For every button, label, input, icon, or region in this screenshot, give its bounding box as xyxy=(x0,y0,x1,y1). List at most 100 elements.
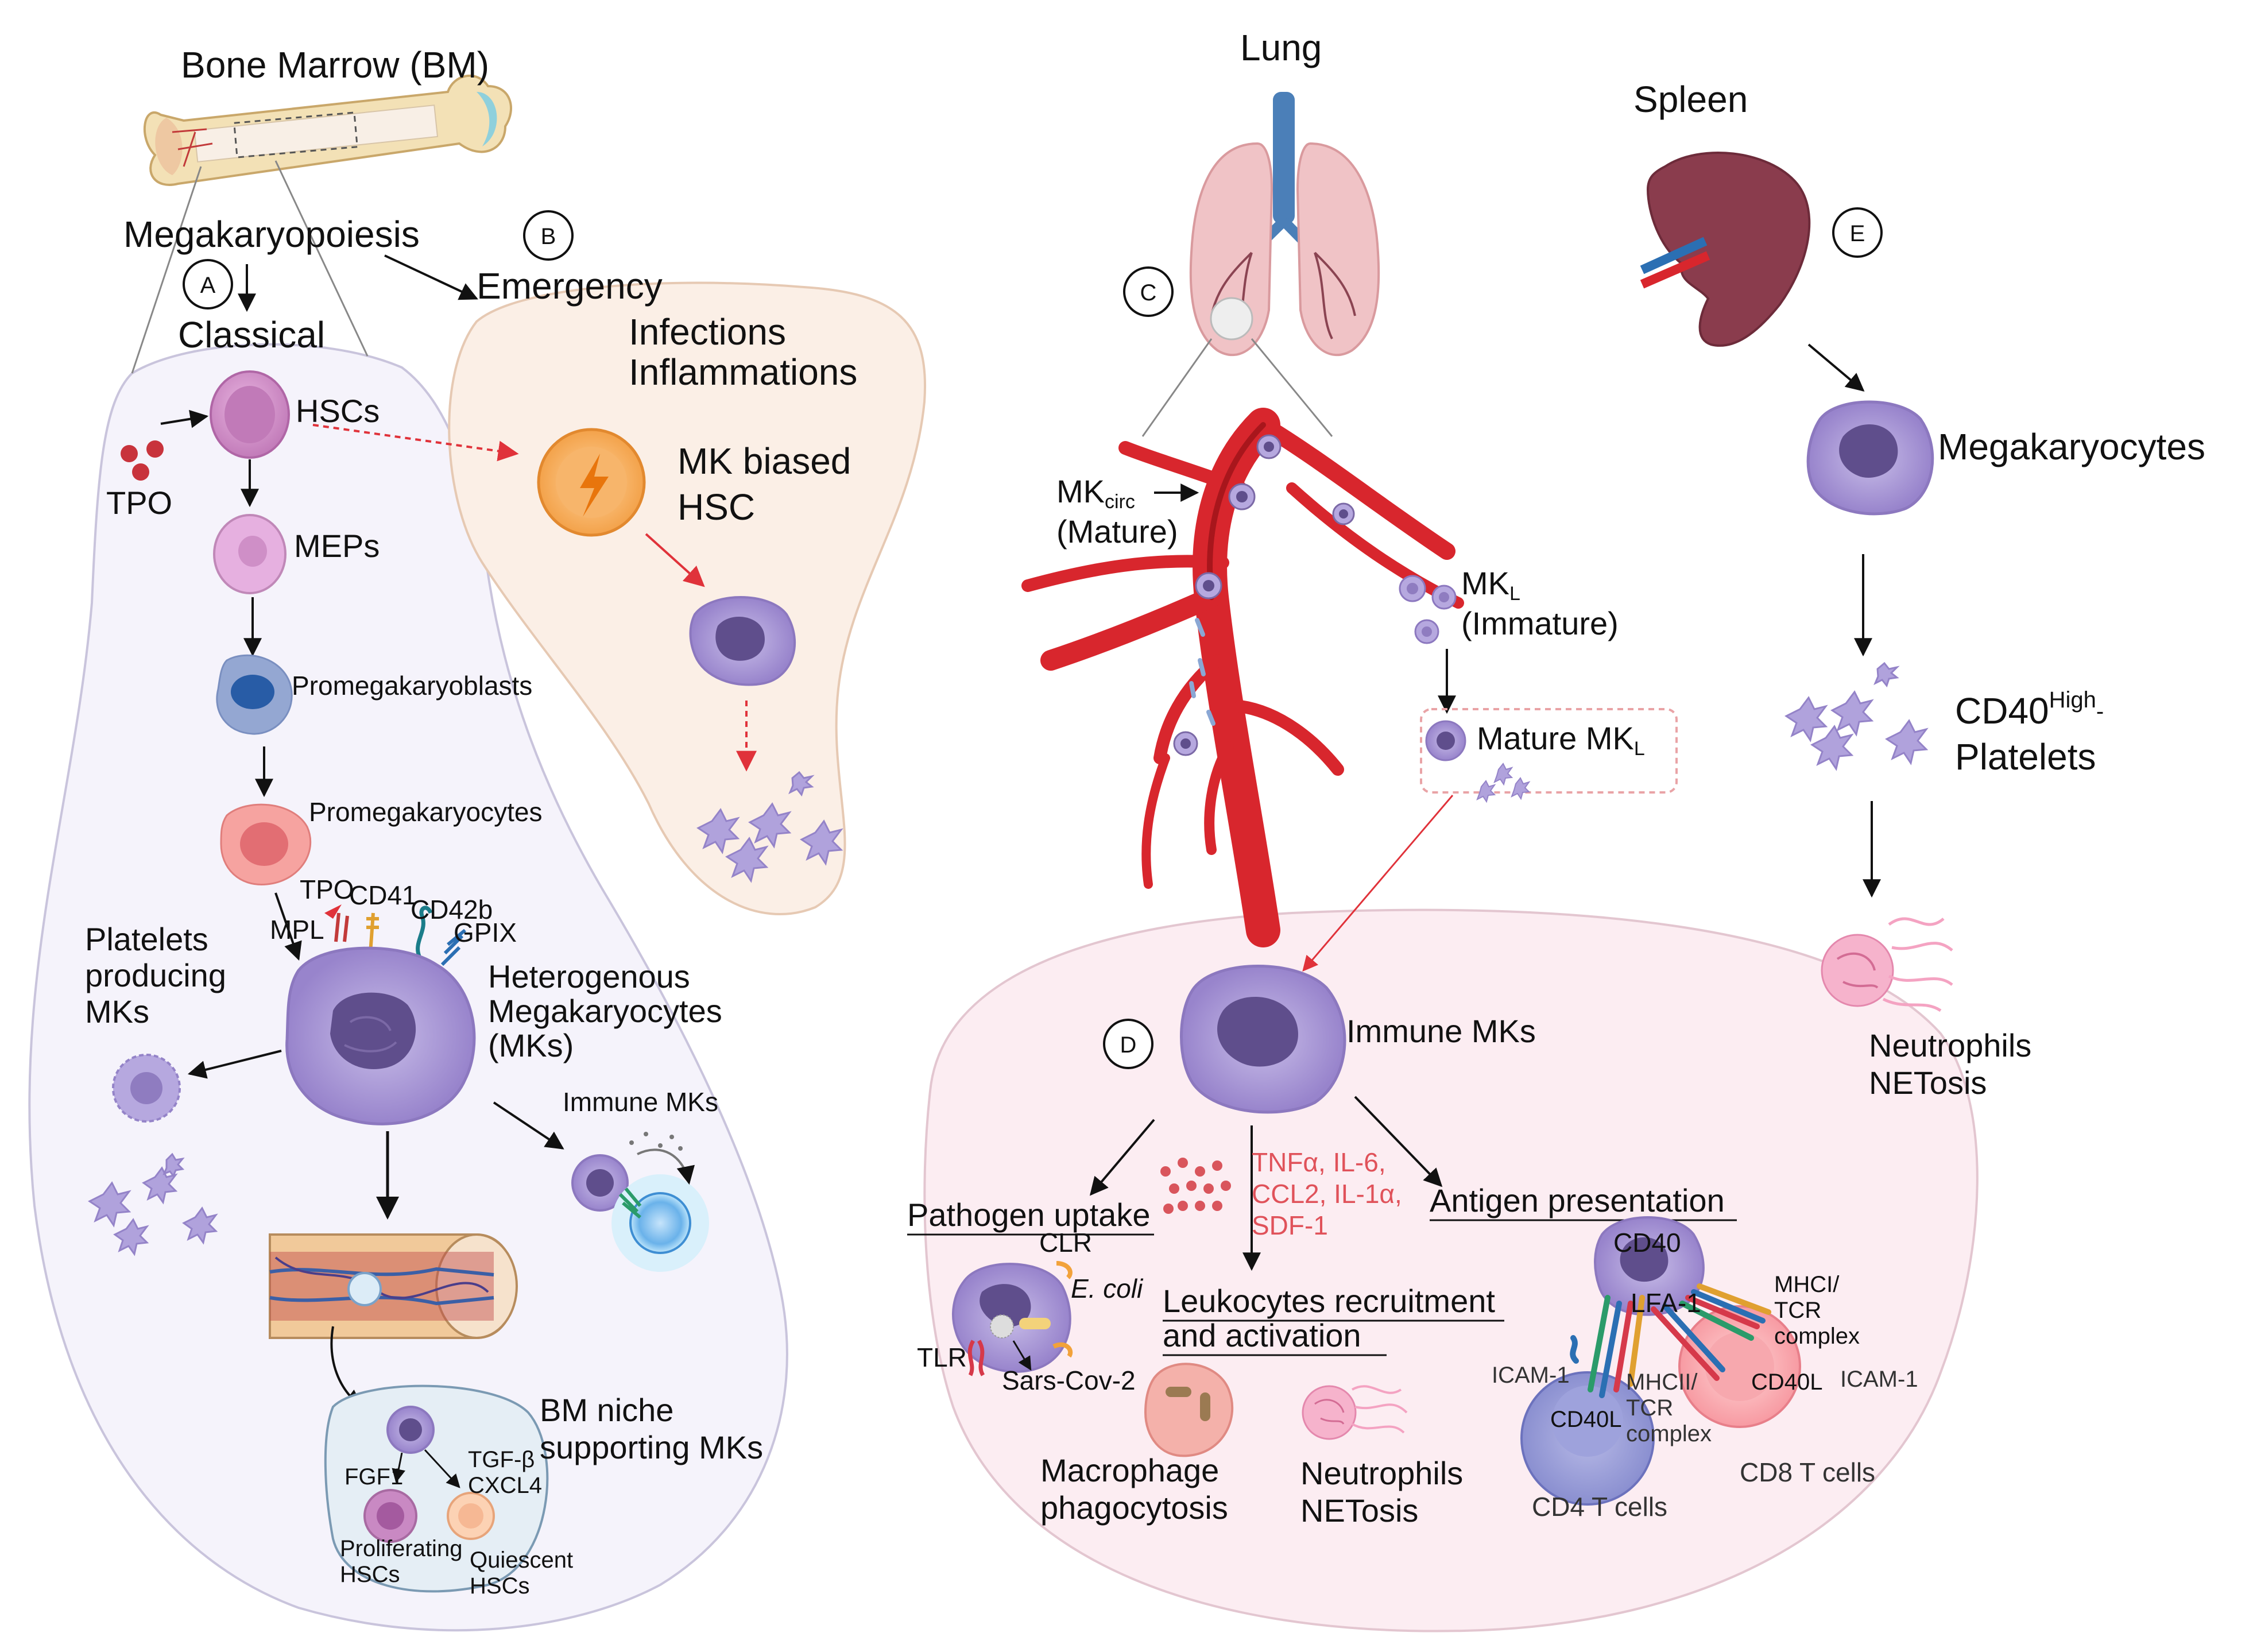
svg-text:A: A xyxy=(200,273,216,298)
immune-mk-bm-icon xyxy=(571,1132,709,1272)
macrophage-label-2: phagocytosis xyxy=(1040,1489,1228,1526)
spleen-platelets-icon xyxy=(1784,661,1929,771)
mhci-label-3: complex xyxy=(1774,1324,1860,1349)
clr-label: CLR xyxy=(1039,1228,1092,1258)
cd4-t-cell-icon xyxy=(1520,1371,1655,1506)
quiescent-label-1: Quiescent xyxy=(470,1547,573,1573)
hsc-icon xyxy=(210,370,290,459)
mature-mkl-icon xyxy=(1425,720,1466,761)
platelets-producing-label-2: producing xyxy=(85,957,226,993)
blood-vessel-icon xyxy=(1021,408,1464,947)
svg-text:C: C xyxy=(1140,280,1157,305)
cd4-label: CD4 T cells xyxy=(1532,1492,1667,1522)
infections-label: Infections xyxy=(629,311,786,353)
heterogenous-megakaryocyte-icon xyxy=(285,946,476,1125)
cxcl4-label: CXCL4 xyxy=(468,1473,542,1498)
immune-mks-bm-label: Immune MKs xyxy=(563,1087,718,1117)
panel-d-marker: D xyxy=(1103,1019,1153,1069)
tpo-icon xyxy=(121,440,164,481)
spleen-megakaryocytes-label: Megakaryocytes xyxy=(1938,426,2205,467)
proliferating-label-1: Proliferating xyxy=(340,1536,462,1561)
icam1-left-label: ICAM-1 xyxy=(1492,1363,1570,1388)
mature-mkl-label: Mature MKL xyxy=(1477,720,1645,760)
quiescent-label-2: HSCs xyxy=(470,1573,529,1599)
promegakaryocytes-label: Promegakaryocytes xyxy=(309,797,543,827)
antigen-presenting-mk-icon xyxy=(1594,1216,1705,1316)
tlr-label: TLR xyxy=(917,1343,967,1372)
cd40l-left-label: CD40L xyxy=(1550,1407,1622,1432)
hscs-label: HSCs xyxy=(296,393,380,429)
megakaryopoiesis-label: Megakaryopoiesis xyxy=(123,214,420,255)
mk-biased-label-1: MK biased xyxy=(678,440,851,482)
spleen-platelets-label: Platelets xyxy=(1955,736,2096,777)
mk-l-label: MKL xyxy=(1461,565,1520,605)
tcr-complex-icons xyxy=(1570,1283,1771,1398)
pathogen-uptake-label: Pathogen uptake xyxy=(907,1197,1150,1233)
leukocytes-label-2: and activation xyxy=(1163,1317,1361,1353)
mature-mkl-box xyxy=(1420,708,1678,794)
promegakaryoblast-icon xyxy=(216,654,293,735)
platelet-producing-mk-icon xyxy=(112,1054,181,1123)
cd8-t-cell-icon xyxy=(1678,1305,1801,1428)
emergency-platelets-icon xyxy=(696,771,843,883)
cytokines-label-3: SDF-1 xyxy=(1252,1210,1328,1240)
meps-label: MEPs xyxy=(294,528,380,564)
sars-cov-2-label: Sars-Cov-2 xyxy=(1002,1365,1136,1395)
neutrophil-netosis-icon xyxy=(1302,1385,1408,1440)
bone-icon xyxy=(143,75,512,186)
cd40l-right-label: CD40L xyxy=(1751,1369,1823,1395)
cytokines-label-2: CCL2, IL-1α, xyxy=(1252,1179,1402,1209)
icam1-right-label: ICAM-1 xyxy=(1840,1367,1918,1392)
spleen-neutrophil-netosis-icon xyxy=(1821,917,1953,1012)
circulating-mk-icons xyxy=(1173,434,1355,756)
panel-c-marker: C xyxy=(1123,266,1174,317)
bone-marrow-niche-icon xyxy=(324,1384,549,1593)
gpix-label: GPIX xyxy=(454,918,517,947)
netosis-label-2: NETosis xyxy=(1300,1492,1418,1529)
mpl-label: MPL xyxy=(270,915,324,945)
cd42b-label: CD42b xyxy=(411,895,493,924)
mature-mkl-platelets xyxy=(1476,763,1531,803)
mhci-label-1: MHCI/ xyxy=(1774,1272,1840,1297)
mhcii-label-2: TCR xyxy=(1626,1395,1673,1421)
spleen-icon xyxy=(1640,152,1811,347)
pathogen-uptake-mk-icon xyxy=(952,1261,1073,1376)
mk-biased-label-2: HSC xyxy=(678,486,755,528)
lung-icon xyxy=(1189,92,1380,357)
lung-resident-mk-icons xyxy=(1399,575,1457,644)
macrophage-icon xyxy=(1144,1363,1234,1457)
mk-circ-label: MKcirc xyxy=(1056,473,1135,513)
lfa1-label: LFA-1 xyxy=(1631,1288,1701,1318)
cd40-cell-label: CD40 xyxy=(1613,1228,1681,1258)
mhcii-label-1: MHCII/ xyxy=(1626,1369,1698,1395)
promegakaryoblasts-label: Promegakaryoblasts xyxy=(292,671,532,701)
panel-e-marker: E xyxy=(1832,207,1883,258)
spleen-title: Spleen xyxy=(1633,79,1748,120)
neutrophils-label-2: Neutrophils xyxy=(1300,1455,1463,1491)
spleen-neutrophils-label: Neutrophils xyxy=(1869,1027,2031,1063)
tpo-label: TPO xyxy=(106,485,172,521)
heterogenous-label-1: Heterogenous xyxy=(488,958,690,995)
cytokine-dots-icon xyxy=(1160,1158,1231,1214)
svg-text:E: E xyxy=(1850,221,1865,246)
heterogenous-label-2: Megakaryocytes xyxy=(488,993,722,1029)
e-coli-label: E. coli xyxy=(1071,1274,1144,1303)
cd40-high-label: CD40High- xyxy=(1955,687,2104,732)
receptor-tpo-label: TPO xyxy=(300,875,354,904)
emergency-mk-icon xyxy=(689,596,796,686)
mk-receptors xyxy=(324,904,466,966)
promegakaryocyte-icon xyxy=(220,803,311,885)
bm-title: Bone Marrow (BM) xyxy=(181,44,489,86)
bm-niche-label-1: BM niche xyxy=(540,1392,673,1428)
cd41-label: CD41 xyxy=(349,880,417,910)
inflammations-label: Inflammations xyxy=(629,351,857,393)
bone-marrow-vessel-icon xyxy=(269,1233,518,1339)
mk-biased-hsc-icon xyxy=(537,428,646,537)
immature-label: (Immature) xyxy=(1461,605,1619,641)
macrophage-label-1: Macrophage xyxy=(1040,1452,1219,1488)
spleen-megakaryocyte-icon xyxy=(1806,400,1934,516)
bm-niche-label-2: supporting MKs xyxy=(540,1429,763,1465)
mature-label: (Mature) xyxy=(1056,513,1178,550)
lung-title: Lung xyxy=(1240,27,1322,68)
